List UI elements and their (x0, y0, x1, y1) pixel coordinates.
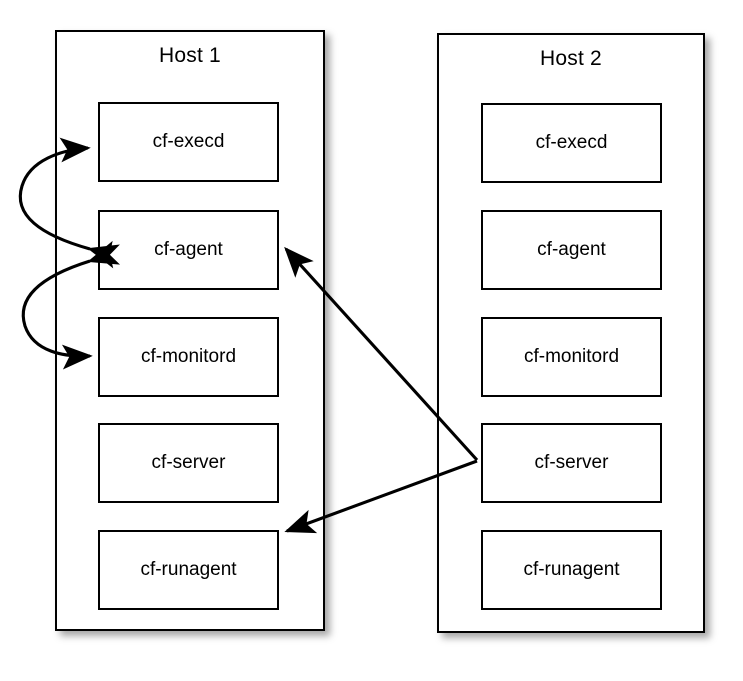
component-box-host1-cf-runagent[interactable]: cf-runagent (98, 530, 279, 610)
component-box-host2-cf-monitord[interactable]: cf-monitord (481, 317, 662, 397)
component-box-host2-cf-runagent[interactable]: cf-runagent (481, 530, 662, 610)
component-label-host1-cf-execd: cf-execd (152, 131, 225, 152)
component-label-host2-cf-agent: cf-agent (537, 239, 606, 260)
component-box-host2-cf-execd[interactable]: cf-execd (481, 103, 662, 183)
component-label-host1-cf-monitord: cf-monitord (140, 346, 237, 367)
component-box-host2-cf-agent[interactable]: cf-agent (481, 210, 662, 290)
component-box-host1-cf-agent[interactable]: cf-agent (98, 210, 279, 290)
component-label-host2-cf-execd: cf-execd (535, 132, 608, 153)
host-panel-host-2: Host 2 cf-execd cf-agent cf-monitord cf-… (437, 33, 705, 633)
component-label-host2-cf-runagent: cf-runagent (523, 559, 620, 580)
component-box-host1-cf-monitord[interactable]: cf-monitord (98, 317, 279, 397)
host-title-host-1: Host 1 (159, 44, 221, 67)
component-label-host2-cf-server: cf-server (534, 452, 609, 473)
component-label-host1-cf-runagent: cf-runagent (140, 559, 237, 580)
host-title-host-2: Host 2 (540, 47, 602, 70)
component-label-host2-cf-monitord: cf-monitord (523, 346, 620, 367)
host-panel-host-1: Host 1 cf-execd cf-agent cf-monitord cf-… (55, 30, 325, 631)
component-box-host1-cf-execd[interactable]: cf-execd (98, 102, 279, 182)
component-box-host2-cf-server[interactable]: cf-server (481, 423, 662, 503)
component-label-host1-cf-agent: cf-agent (154, 239, 223, 260)
component-label-host1-cf-server: cf-server (151, 452, 226, 473)
component-box-host1-cf-server[interactable]: cf-server (98, 423, 279, 503)
